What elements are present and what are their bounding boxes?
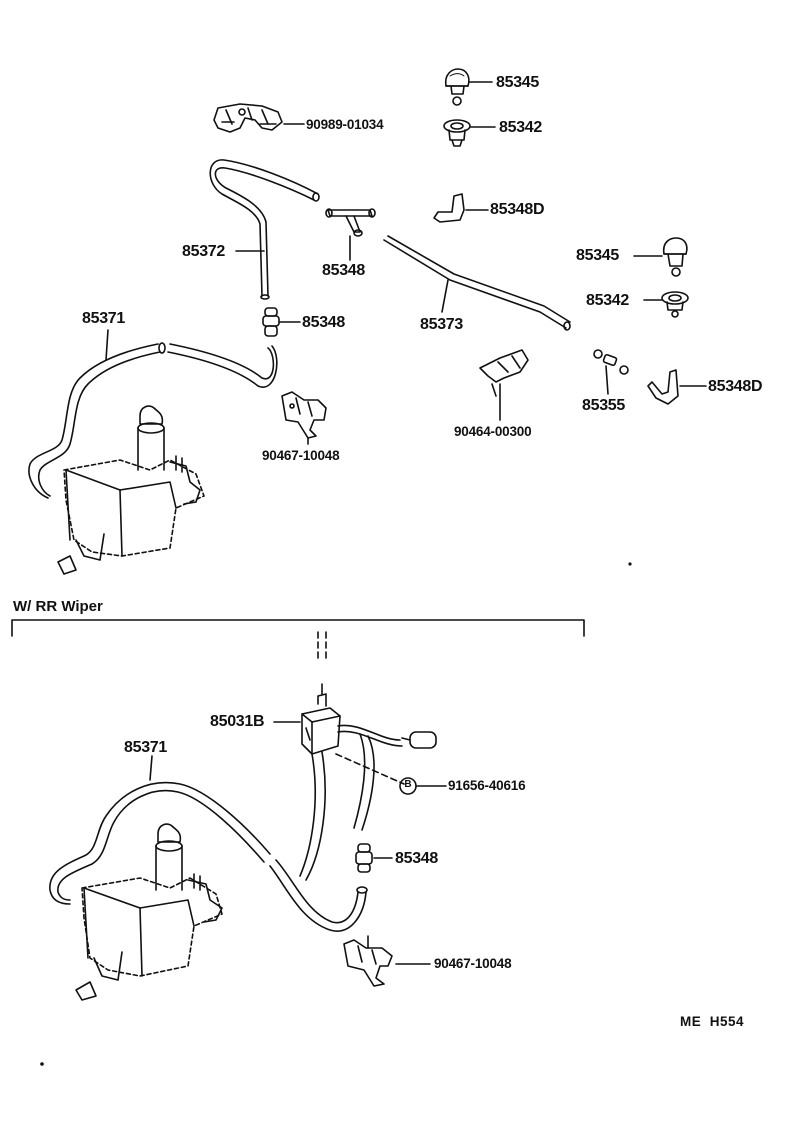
- label-85371-bottom: 85371: [124, 739, 167, 756]
- hose-85372: [209, 159, 320, 300]
- label-85371-top: 85371: [82, 310, 125, 327]
- label-85348-lower: 85348: [395, 850, 438, 867]
- washer-tank-bottom: [75, 823, 223, 1001]
- speck: [628, 562, 632, 566]
- clamp-90989-01034: [213, 103, 305, 133]
- section-label-rr-wiper: W/ RR Wiper: [13, 598, 103, 615]
- coupler-85348-upper: [262, 307, 301, 337]
- label-91656-40616: 91656-40616: [448, 778, 526, 793]
- clip-90464-00300: [479, 349, 529, 421]
- elbow-85348d-right: [647, 369, 707, 405]
- label-85348d-right: 85348D: [708, 378, 763, 395]
- label-85355: 85355: [582, 397, 625, 414]
- hose-85371-top: [28, 329, 278, 499]
- hose-85373: [383, 235, 571, 331]
- grommet-85342-top: [443, 119, 496, 147]
- speck: [40, 1062, 44, 1066]
- tee-85348-middle: [325, 208, 376, 261]
- bolt-callout-symbol: B: [404, 779, 412, 790]
- label-90464-00300: 90464-00300: [454, 424, 532, 439]
- coupler-85348-lower: [355, 843, 393, 873]
- hose-85371-bottom: [49, 755, 368, 932]
- label-85348-middle: 85348: [322, 262, 365, 279]
- label-85372: 85372: [182, 243, 225, 260]
- label-85348-upper: 85348: [302, 314, 345, 331]
- label-90989-01034: 90989-01034: [306, 117, 384, 132]
- pump-hoses: [299, 733, 375, 881]
- section-bracket: [11, 619, 585, 659]
- bracket-90467-bottom: [343, 935, 431, 987]
- nozzle-85345-right: [633, 237, 688, 277]
- diagram-code: ME H554: [680, 1014, 745, 1029]
- pump-connector-wire: [337, 724, 437, 749]
- label-85345-top: 85345: [496, 74, 539, 91]
- label-85342-right: 85342: [586, 292, 629, 309]
- washer-tank-top: [57, 405, 205, 575]
- label-85345-right: 85345: [576, 247, 619, 264]
- elbow-85348d-top: [433, 193, 489, 223]
- label-85373: 85373: [420, 316, 463, 333]
- bolt-91656-40616: [335, 753, 447, 795]
- grommet-85342-right: [643, 291, 689, 318]
- nozzle-85345-top: [444, 68, 493, 106]
- label-90467-10048-top: 90467-10048: [262, 448, 340, 463]
- bracket-90467-top: [281, 391, 327, 445]
- label-85342-top: 85342: [499, 119, 542, 136]
- pump-85031b: [273, 683, 341, 755]
- label-85348d-top: 85348D: [490, 201, 545, 218]
- check-valve-85355: [593, 349, 629, 395]
- label-90467-10048-bottom: 90467-10048: [434, 956, 512, 971]
- label-85031b: 85031B: [210, 713, 265, 730]
